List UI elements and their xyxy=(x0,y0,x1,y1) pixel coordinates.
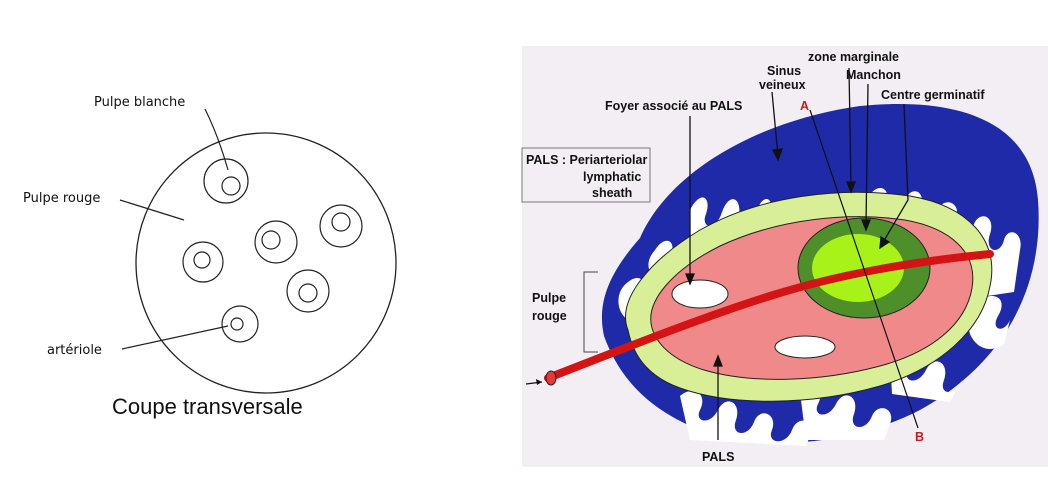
inflow-arrow-head xyxy=(536,379,542,385)
manchon-label: Manchon xyxy=(846,68,901,82)
pulpe-rouge-label-line1: Pulpe xyxy=(532,291,566,305)
pals-focus-white xyxy=(671,279,729,309)
white-pulp-nodule xyxy=(319,204,363,248)
centre-germinatif-label: Centre germinatif xyxy=(881,88,985,102)
germinal-center xyxy=(812,234,904,302)
arteriole-cut-end xyxy=(545,370,557,386)
pulpe-blanche-label: Pulpe blanche xyxy=(94,95,185,110)
white-pulp-nodule xyxy=(286,269,330,313)
pals-definition-line2: lymphatic xyxy=(583,170,641,184)
diagram-caption: Coupe transversale xyxy=(112,394,303,419)
pals-bottom-label: PALS xyxy=(702,450,734,464)
pals-definition-box xyxy=(521,147,651,203)
arteriole-leader xyxy=(121,325,229,350)
white-pulp-nodule xyxy=(182,241,224,283)
pulpe-rouge-bracket xyxy=(583,271,598,353)
spleen-section-outline xyxy=(135,132,397,394)
leader-arrows xyxy=(685,67,909,440)
pulpe-rouge-label: Pulpe rouge xyxy=(23,191,100,206)
pulpe-rouge-leader xyxy=(119,199,185,221)
arteriole-nodule xyxy=(221,305,259,343)
pulpe-rouge-label-line2: rouge xyxy=(532,309,567,323)
central-arteriole xyxy=(544,250,994,382)
sinus-label-line2: veineux xyxy=(759,78,806,92)
section-line-ab xyxy=(809,109,919,429)
white-pulp-nodule xyxy=(203,158,249,204)
arteriole-label: artériole xyxy=(47,343,102,358)
zone-marginale-label: zone marginale xyxy=(808,50,899,64)
marker-a: A xyxy=(800,99,809,113)
sinus-label-line1: Sinus xyxy=(767,64,801,78)
foyer-pals-label: Foyer associé au PALS xyxy=(605,99,742,113)
splenic-nodule-diagram: zone marginale Sinus veineux Manchon Cen… xyxy=(521,46,1048,467)
cross-section-diagram: Pulpe blanche Pulpe rouge artériole Coup… xyxy=(23,95,397,419)
pulpe-blanche-leader xyxy=(204,108,229,171)
pals-definition-line3: sheath xyxy=(592,186,632,200)
white-pulp-nodule xyxy=(254,220,298,264)
marker-b: B xyxy=(915,430,924,444)
pals-definition-line1: PALS : Periarteriolar xyxy=(526,153,647,167)
pals-focus-white xyxy=(774,335,836,359)
